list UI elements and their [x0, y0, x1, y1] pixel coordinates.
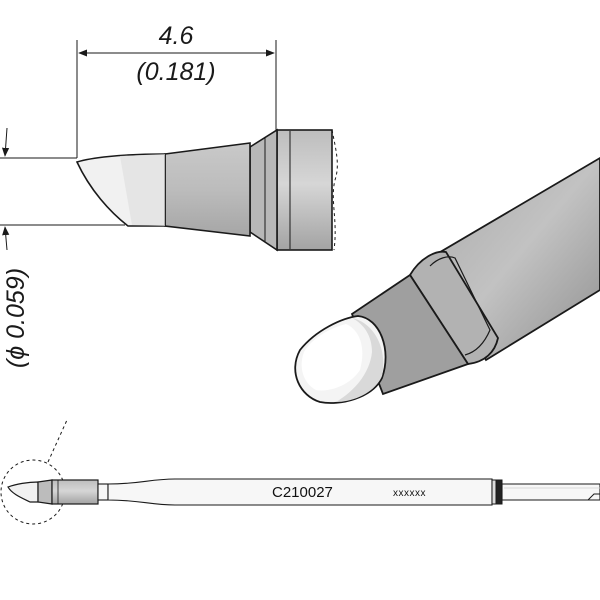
diameter-arrow-bottom	[2, 226, 10, 251]
cartridge-ring-2	[495, 479, 503, 505]
length-mm-label: 4.6	[159, 22, 194, 50]
collar-ring-edge	[429, 256, 491, 356]
cartridge-shaft	[107, 478, 493, 506]
cartridge-end-rod	[501, 483, 600, 501]
bevel-shadow	[336, 318, 384, 402]
tip-side-view	[75, 128, 338, 252]
diameter-in-label: (ϕ 0.059)	[2, 268, 30, 368]
part-code-label: xxxxxx	[393, 488, 426, 499]
collar-ring	[408, 250, 499, 365]
collar-break-line	[331, 129, 338, 251]
tip-shank	[164, 142, 251, 237]
cartridge-tip	[7, 481, 39, 503]
diameter-dimension: (ϕ 0.059)	[0, 127, 125, 368]
bevel-shade	[120, 154, 165, 226]
cartridge-tip-shank	[37, 479, 53, 505]
length-dimension: 4.6 (0.181)	[76, 22, 277, 158]
bevel-highlight	[301, 324, 363, 391]
tip-cone	[249, 128, 278, 252]
cartridge-collar	[51, 479, 99, 505]
cartridge-end-notch	[587, 493, 600, 501]
detail-callout-leader	[47, 419, 68, 463]
part-number-label: C210027	[272, 484, 333, 501]
tip-perspective-view	[294, 156, 600, 404]
diameter-arrow-top	[1, 127, 10, 157]
length-in-label: (0.181)	[136, 58, 215, 86]
tip-collar	[276, 129, 333, 251]
cartridge-ring-1	[491, 479, 497, 505]
full-cartridge: C210027 xxxxxx	[0, 419, 600, 525]
cartridge-neck	[97, 483, 109, 501]
